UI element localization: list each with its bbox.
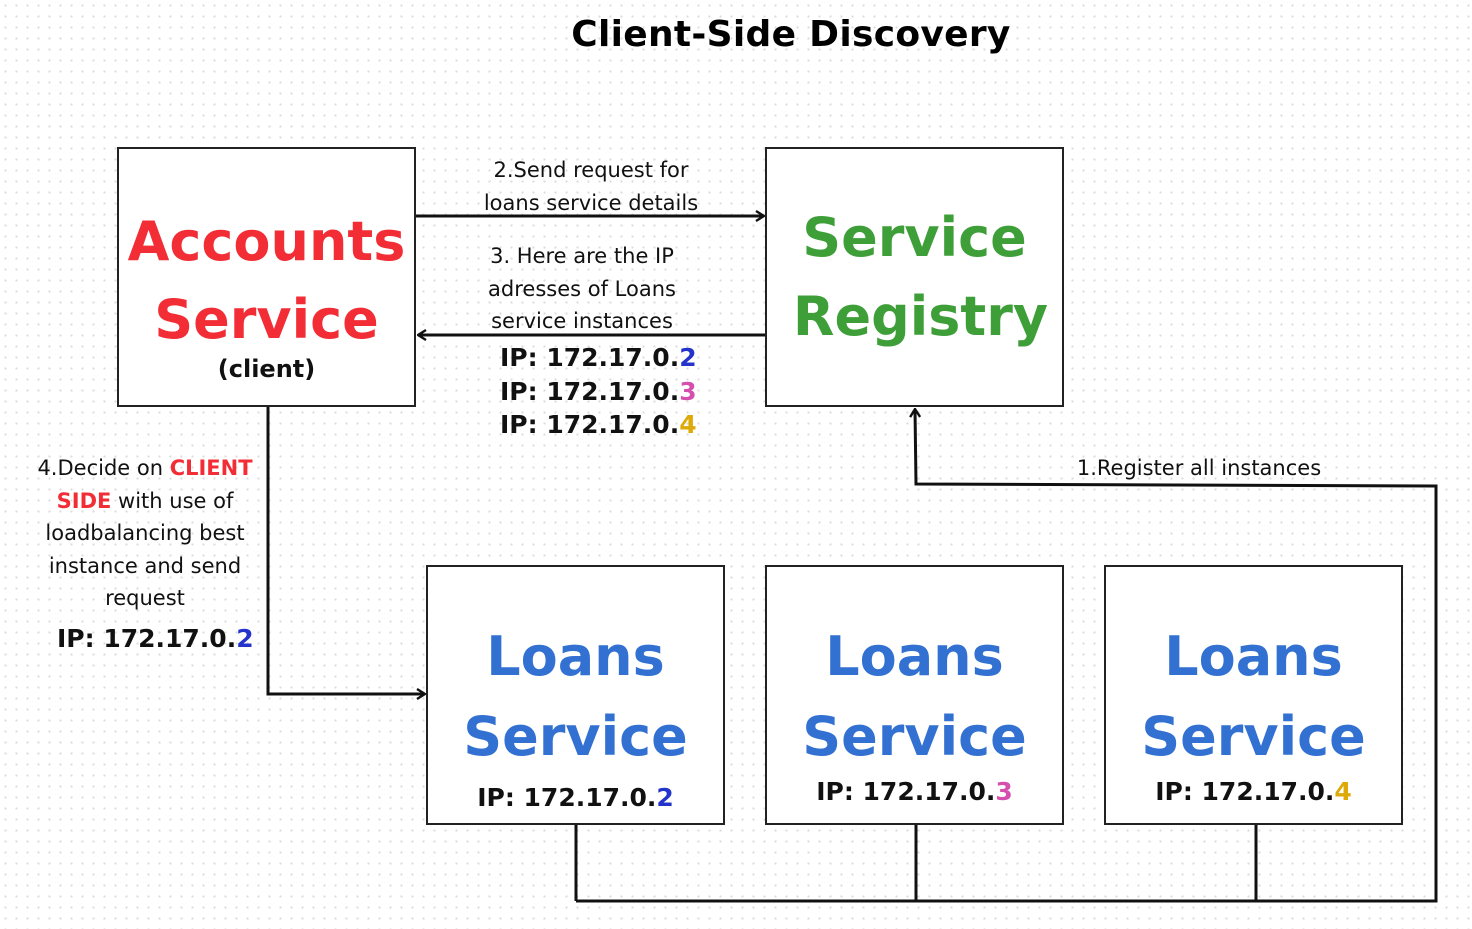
accounts-service-title-line2: Service [154,288,379,351]
step4-ip: IP: 172.17.0.2 [57,622,254,656]
loans-service-title-line1: Loans [486,625,665,688]
loans-service-box-2: Loans Service IP: 172.17.0.3 [765,565,1064,825]
ip-prefix: IP: 172.17.0. [477,783,657,812]
ip-prefix: IP: 172.17.0. [500,343,680,372]
loans-service-ip: IP: 172.17.0.2 [428,783,723,812]
ip-prefix: IP: 172.17.0. [500,376,680,406]
ip-prefix: IP: 172.17.0. [500,410,680,439]
step4-label: 4.Decide on CLIENT SIDE with use of load… [20,452,270,615]
step3-ip-item: IP: 172.17.0.2 [500,341,697,375]
step3-ip-list: IP: 172.17.0.2 IP: 172.17.0.3 IP: 172.17… [500,341,697,442]
step4-label-line2: SIDE with use of [56,488,234,513]
diagram-title: Client-Side Discovery [571,14,1011,55]
service-registry-box: Service Registry [765,147,1064,407]
step4-label-line4: instance and send [48,553,242,578]
step3-label-line2: adresses of Loans [488,276,676,301]
client-side-highlight: CLIENT [169,456,253,480]
loans-service-box-3: Loans Service IP: 172.17.0.4 [1104,565,1403,825]
service-registry-title-line2: Registry [792,285,1049,348]
step1-label: 1.Register all instances [1076,456,1322,480]
accounts-service-subtitle: (client) [217,355,316,383]
loans-service-ip: IP: 172.17.0.4 [1106,777,1401,806]
loans-service-title-line2: Service [1141,705,1366,768]
loans-service-title-line1: Loans [825,625,1004,688]
step4-label-line5: request [105,586,185,610]
step2-label-line1: 2.Send request for [493,158,689,182]
ip-prefix: IP: 172.17.0. [57,624,237,653]
call-arrow [266,406,425,694]
ip-prefix: IP: 172.17.0. [816,777,996,806]
ip-suffix: 2 [656,783,674,812]
step3-ip-item: IP: 172.17.0.3 [500,375,697,409]
loans-service-ip: IP: 172.17.0.3 [767,777,1062,806]
ip-prefix: IP: 172.17.0. [1155,777,1335,806]
step4-label-line3: loadbalancing best [45,521,245,545]
client-side-highlight: SIDE [56,488,112,513]
accounts-service-title-line1: Accounts [127,210,406,273]
step3-ip-item: IP: 172.17.0.4 [500,408,697,442]
step2-label: 2.Send request for loans service details [420,154,762,219]
ip-suffix: 3 [679,376,697,406]
ip-suffix: 4 [679,410,697,439]
ip-suffix: 4 [1334,777,1352,806]
loans-service-box-1: Loans Service IP: 172.17.0.2 [426,565,725,825]
loans-service-title-line2: Service [802,705,1027,768]
loans-service-title-line2: Service [463,705,688,768]
accounts-service-box: Accounts Service (client) [117,147,416,407]
step2-label-line2: loans service details [483,190,699,215]
ip-suffix: 3 [995,777,1013,806]
step3-label: 3. Here are the IP adresses of Loans ser… [420,240,744,338]
service-registry-title-line1: Service [802,206,1027,269]
step3-label-line1: 3. Here are the IP [490,244,674,268]
ip-suffix: 2 [236,624,254,653]
loans-service-title-line1: Loans [1164,625,1343,688]
step4-label-line1: 4.Decide on CLIENT [37,456,253,480]
ip-suffix: 2 [679,343,697,372]
step3-label-line3: service instances [491,309,673,333]
